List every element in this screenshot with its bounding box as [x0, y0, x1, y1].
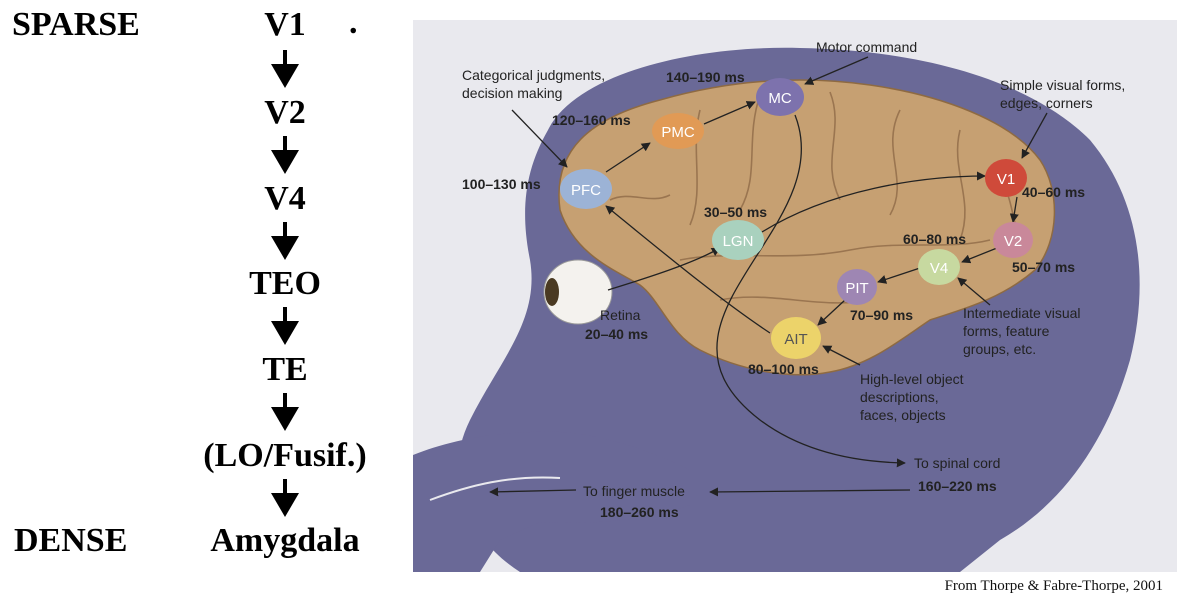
latency-lgn: 30–50 ms [704, 204, 767, 220]
source-credit: From Thorpe & Fabre-Thorpe, 2001 [945, 578, 1163, 595]
area-pfc-label: PFC [571, 182, 601, 199]
down-arrow-icon [271, 136, 299, 174]
down-arrow-icon [271, 50, 299, 88]
latency-v2: 50–70 ms [1012, 259, 1075, 275]
latency-retina: 20–40 ms [585, 326, 648, 342]
area-mc-label: MC [768, 90, 791, 107]
latency-mc: 140–190 ms [666, 69, 745, 85]
area-pit-label: PIT [845, 280, 868, 297]
sparse-label: SPARSE [12, 6, 140, 44]
annotation-finger-muscle: To finger muscle [583, 483, 685, 499]
annotation-simple-forms-1: Simple visual forms, [1000, 77, 1125, 93]
down-arrow-icon [271, 393, 299, 431]
latency-v1: 40–60 ms [1022, 184, 1085, 200]
hierarchy-v2: V2 [180, 94, 390, 132]
hierarchy-te: TE [180, 351, 390, 389]
annotation-high-level-3: faces, objects [860, 407, 946, 423]
down-arrow-icon [271, 307, 299, 345]
latency-pit: 70–90 ms [850, 307, 913, 323]
latency-pmc: 120–160 ms [552, 112, 631, 128]
latency-pfc: 100–130 ms [462, 176, 541, 192]
annotation-intermediate-1: Intermediate visual [963, 305, 1081, 321]
latency-ait: 80–100 ms [748, 361, 819, 377]
down-arrow-icon [271, 222, 299, 260]
annotation-spinal-cord: To spinal cord [914, 455, 1000, 471]
annotation-motor-command: Motor command [816, 39, 917, 55]
hierarchy-v1: V1 [180, 6, 390, 44]
latency-spinal: 160–220 ms [918, 478, 997, 494]
annotation-high-level-2: descriptions, [860, 389, 939, 405]
annotation-simple-forms-2: edges, corners [1000, 95, 1093, 111]
annotation-intermediate-3: groups, etc. [963, 341, 1036, 357]
hierarchy-lo-fusif: (LO/Fusif.) [180, 437, 390, 475]
annotation-retina: Retina [600, 307, 641, 323]
hierarchy-v4: V4 [180, 180, 390, 218]
area-v4-label: V4 [930, 260, 948, 277]
eye-lens [545, 278, 559, 306]
dense-label: DENSE [14, 522, 127, 560]
hierarchy-teo: TEO [180, 265, 390, 303]
area-v2-label: V2 [1004, 233, 1022, 250]
annotation-categorical-2: decision making [462, 85, 562, 101]
annotation-high-level-1: High-level object [860, 371, 964, 387]
visual-pathway-figure: MC PMC PFC LGN V1 V2 V4 PIT AIT 140–190 … [413, 20, 1177, 572]
area-v1-label: V1 [997, 171, 1015, 188]
area-pmc-label: PMC [661, 124, 695, 141]
area-ait-label: AIT [784, 331, 807, 348]
down-arrow-icon [271, 479, 299, 517]
hierarchy-amygdala: Amygdala [180, 522, 390, 560]
latency-v4: 60–80 ms [903, 231, 966, 247]
annotation-categorical-1: Categorical judgments, [462, 67, 605, 83]
annotation-intermediate-2: forms, feature [963, 323, 1050, 339]
latency-finger: 180–260 ms [600, 504, 679, 520]
area-lgn-label: LGN [723, 233, 754, 250]
